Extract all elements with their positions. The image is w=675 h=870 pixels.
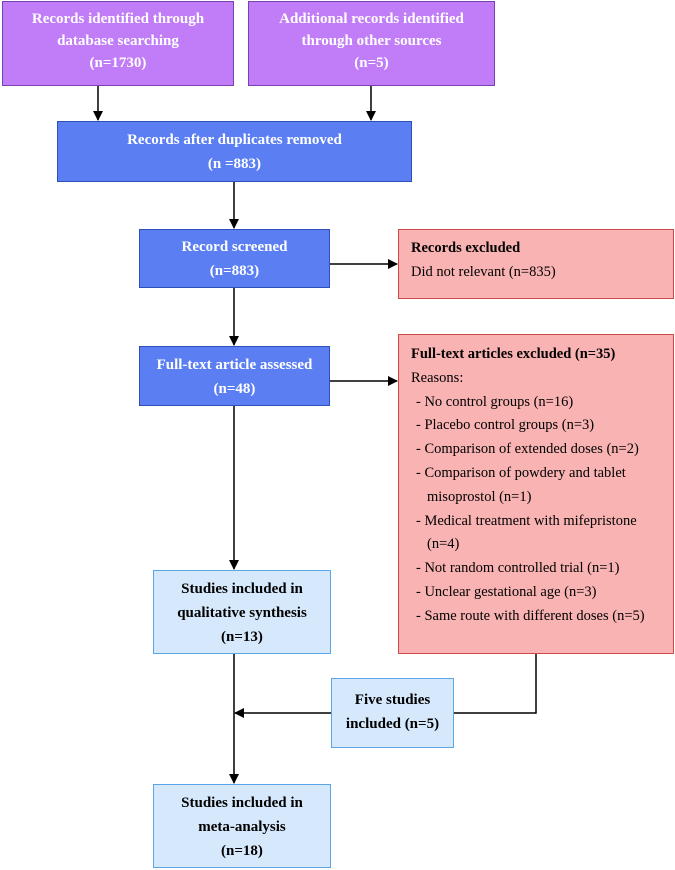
database-records-count: (n=1730) — [89, 55, 147, 71]
connector-excluded-to-five — [454, 654, 537, 714]
meta-analysis-count: (n=18) — [221, 843, 263, 859]
exclusion-reason-item: - Not random controlled trial (n=1) — [416, 560, 620, 577]
fulltext-assessed-box: Full-text article assessed (n=48) — [139, 346, 330, 406]
exclusion-reason-item: - Comparison of extended doses (n=2) — [416, 441, 639, 458]
exclusion-reason-item: - Same route with different doses (n=5) — [416, 607, 645, 624]
fulltext-assessed-count: (n=48) — [213, 381, 256, 397]
additional-records-count: (n=5) — [354, 55, 389, 71]
fulltext-excluded-title: Full-text articles excluded (n=35) — [411, 346, 616, 362]
records-excluded-title: Records excluded — [411, 240, 521, 256]
fulltext-excluded-box: Full-text articles excluded (n=35) Reaso… — [398, 334, 674, 654]
records-screened-label: Record screened — [181, 239, 288, 255]
five-studies-box: Five studies included (n=5) — [331, 678, 454, 748]
additional-records-box: Additional records identified through ot… — [248, 1, 495, 86]
records-screened-box: Record screened (n=883) — [139, 229, 330, 288]
duplicates-removed-label: Records after duplicates removed — [127, 132, 342, 148]
qualitative-synthesis-box: Studies included in qualitative synthesi… — [153, 570, 331, 654]
fulltext-assessed-label: Full-text article assessed — [156, 357, 313, 373]
exclusion-reason-item: - Placebo control groups (n=3) — [416, 417, 595, 434]
records-screened-count: (n=883) — [209, 263, 260, 279]
additional-records-line1: Additional records identified — [279, 11, 464, 27]
five-studies-line2: included (n=5) — [345, 716, 440, 732]
fulltext-excluded-reasons-label: Reasons: — [411, 369, 464, 386]
qualitative-synthesis-line1: Studies included in — [181, 581, 303, 597]
database-records-box: Records identified through database sear… — [2, 1, 234, 86]
database-records-line2: database searching — [57, 33, 179, 49]
meta-analysis-line1: Studies included in — [181, 795, 303, 811]
database-records-line1: Records identified through — [31, 11, 205, 27]
exclusion-reason-item: - No control groups (n=16) — [416, 393, 574, 410]
meta-analysis-line2: meta-analysis — [198, 819, 286, 835]
additional-records-line2: through other sources — [301, 33, 442, 49]
exclusion-reason-item: - Medical treatment with mifepristone (n… — [416, 512, 637, 553]
qualitative-synthesis-line2: qualitative synthesis — [177, 605, 307, 621]
qualitative-synthesis-count: (n=13) — [221, 629, 263, 645]
duplicates-removed-count: (n =883) — [207, 156, 262, 172]
records-excluded-box: Records excluded Did not relevant (n=835… — [398, 229, 674, 299]
duplicates-removed-box: Records after duplicates removed (n =883… — [57, 121, 412, 182]
records-excluded-reason: Did not relevant (n=835) — [411, 263, 556, 280]
exclusion-reason-item: - Comparison of powdery and tablet misop… — [416, 464, 626, 505]
meta-analysis-box: Studies included in meta-analysis (n=18) — [153, 784, 331, 868]
exclusion-reason-item: - Unclear gestational age (n=3) — [416, 583, 597, 600]
five-studies-line1: Five studies — [354, 692, 431, 708]
